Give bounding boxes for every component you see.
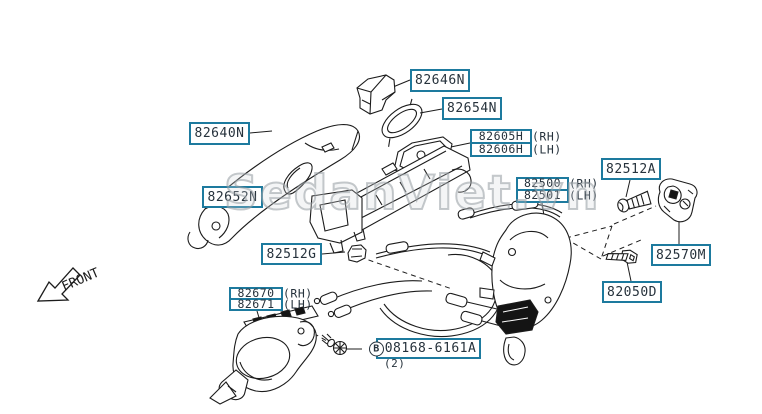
part-label-82670[interactable]: 82670 (RH)	[229, 287, 312, 300]
side-suffix-rh: (RH)	[569, 176, 599, 191]
part-label-group-82500-82501: 82500 (RH) 82501 (LH)	[516, 177, 598, 203]
striker-bolt-drawing	[605, 249, 638, 264]
part-label-82501[interactable]: 82501 (LH)	[516, 189, 598, 203]
side-suffix-lh: (LH)	[569, 188, 599, 203]
dashed-reference-lines	[305, 205, 657, 342]
part-label-82646n[interactable]: 82646N	[410, 69, 470, 92]
part-label-82606h[interactable]: 82606H (LH)	[470, 142, 561, 157]
part-label-08168-6161a[interactable]: B 08168-6161A (2)	[369, 338, 481, 369]
lock-cables-drawing	[313, 198, 563, 338]
side-suffix-rh: (RH)	[283, 285, 313, 300]
part-label-82512g[interactable]: 82512G	[261, 243, 322, 265]
handle-base-bracket-drawing	[309, 145, 472, 254]
front-label: FRONT	[60, 266, 102, 295]
part-label-82640n[interactable]: 82640N	[189, 122, 250, 145]
door-striker-drawing	[657, 178, 698, 223]
quantity-note: (2)	[384, 357, 406, 370]
side-suffix-rh: (RH)	[532, 128, 562, 143]
handle-screw-drawing	[321, 333, 348, 356]
part-label-group-82670-82671: 82670 (RH) 82671 (LH)	[229, 287, 312, 311]
part-label-82570m[interactable]: 82570M	[651, 244, 711, 266]
bolt-symbol-b: B	[369, 341, 384, 356]
handle-seal-drawing	[381, 98, 423, 147]
door-lock-actuator-drawing	[479, 212, 572, 366]
part-label-82050d[interactable]: 82050D	[602, 281, 662, 303]
part-label-82652n[interactable]: 82652N	[202, 186, 263, 208]
clip-drawing	[347, 244, 367, 263]
side-suffix-lh: (LH)	[532, 141, 562, 156]
part-label-82671[interactable]: 82671 (LH)	[229, 298, 312, 311]
front-arrow-icon: FRONT	[36, 266, 102, 302]
part-label-82512a[interactable]: 82512A	[601, 158, 661, 180]
part-label-group-82605h-82606h: 82605H (RH) 82606H (LH)	[470, 129, 561, 157]
handle-gasket-drawing	[283, 162, 313, 195]
handle-cap-drawing	[356, 74, 396, 115]
inside-handle-drawing	[209, 305, 319, 405]
striker-screw-drawing	[617, 190, 652, 213]
part-label-82654n[interactable]: 82654N	[442, 97, 502, 120]
side-suffix-lh: (LH)	[283, 296, 313, 311]
